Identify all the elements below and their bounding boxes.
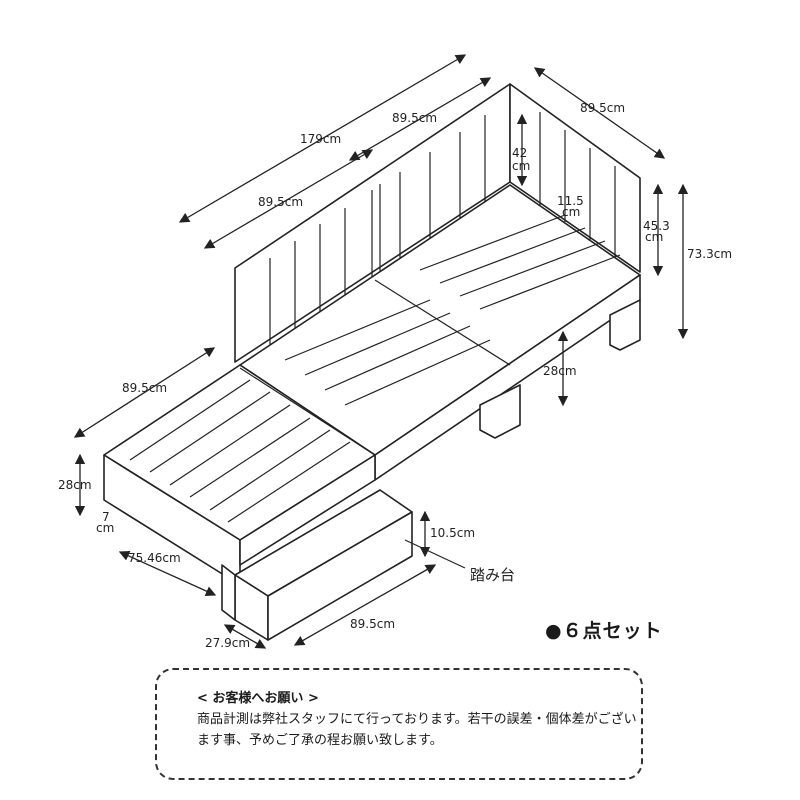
bench-side bbox=[239, 454, 376, 566]
svg-text:cm: cm bbox=[512, 159, 530, 173]
dim-bench-width: 89.5cm bbox=[122, 381, 167, 395]
dim-frame: 7 bbox=[102, 510, 110, 524]
notice-body: 商品計測は弊社スタッフにて行っております。若干の誤差・個体差がございます事、予め… bbox=[197, 712, 637, 748]
dim-seat-height-right: 28cm bbox=[543, 364, 577, 378]
dim-rail-height: 42 bbox=[512, 146, 527, 160]
leg bbox=[479, 384, 521, 439]
customer-notice: < お客様へお願い > 商品計測は弊社スタッフにて行っております。若干の誤差・個… bbox=[155, 668, 643, 780]
set-count-label: ●６点セット bbox=[545, 620, 663, 642]
dim-slat-gap: 11.5 bbox=[557, 194, 584, 208]
leg bbox=[609, 299, 641, 351]
dim-step-width: 89.5cm bbox=[350, 617, 395, 631]
step-label: 踏み台 bbox=[470, 566, 515, 584]
dimension-labels: 179cm 89.5cm 89.5cm 89.5cm 42 cm 11.5 cm… bbox=[58, 101, 732, 650]
dimension-lines bbox=[73, 54, 689, 649]
dim-bench-depth: 75.46cm bbox=[128, 551, 181, 565]
dim-step-height: 10.5cm bbox=[430, 526, 475, 540]
svg-text:cm: cm bbox=[645, 230, 663, 244]
svg-text:cm: cm bbox=[562, 205, 580, 219]
notice-title: < お客様へお願い > bbox=[197, 691, 319, 706]
dim-back-lower: 89.5cm bbox=[258, 195, 303, 209]
dim-right-width: 89.5cm bbox=[580, 101, 625, 115]
svg-text:cm: cm bbox=[96, 521, 114, 535]
dim-seat-height-left: 28cm bbox=[58, 478, 92, 492]
dim-total-height: 73.3cm bbox=[687, 247, 732, 261]
dim-step-depth: 27.9cm bbox=[205, 636, 250, 650]
furniture-drawing bbox=[103, 83, 641, 641]
dim-179: 179cm bbox=[300, 132, 341, 146]
dim-back-upper: 89.5cm bbox=[392, 111, 437, 125]
dim-backrest: 45.3 bbox=[643, 219, 670, 233]
step-back bbox=[221, 564, 236, 621]
